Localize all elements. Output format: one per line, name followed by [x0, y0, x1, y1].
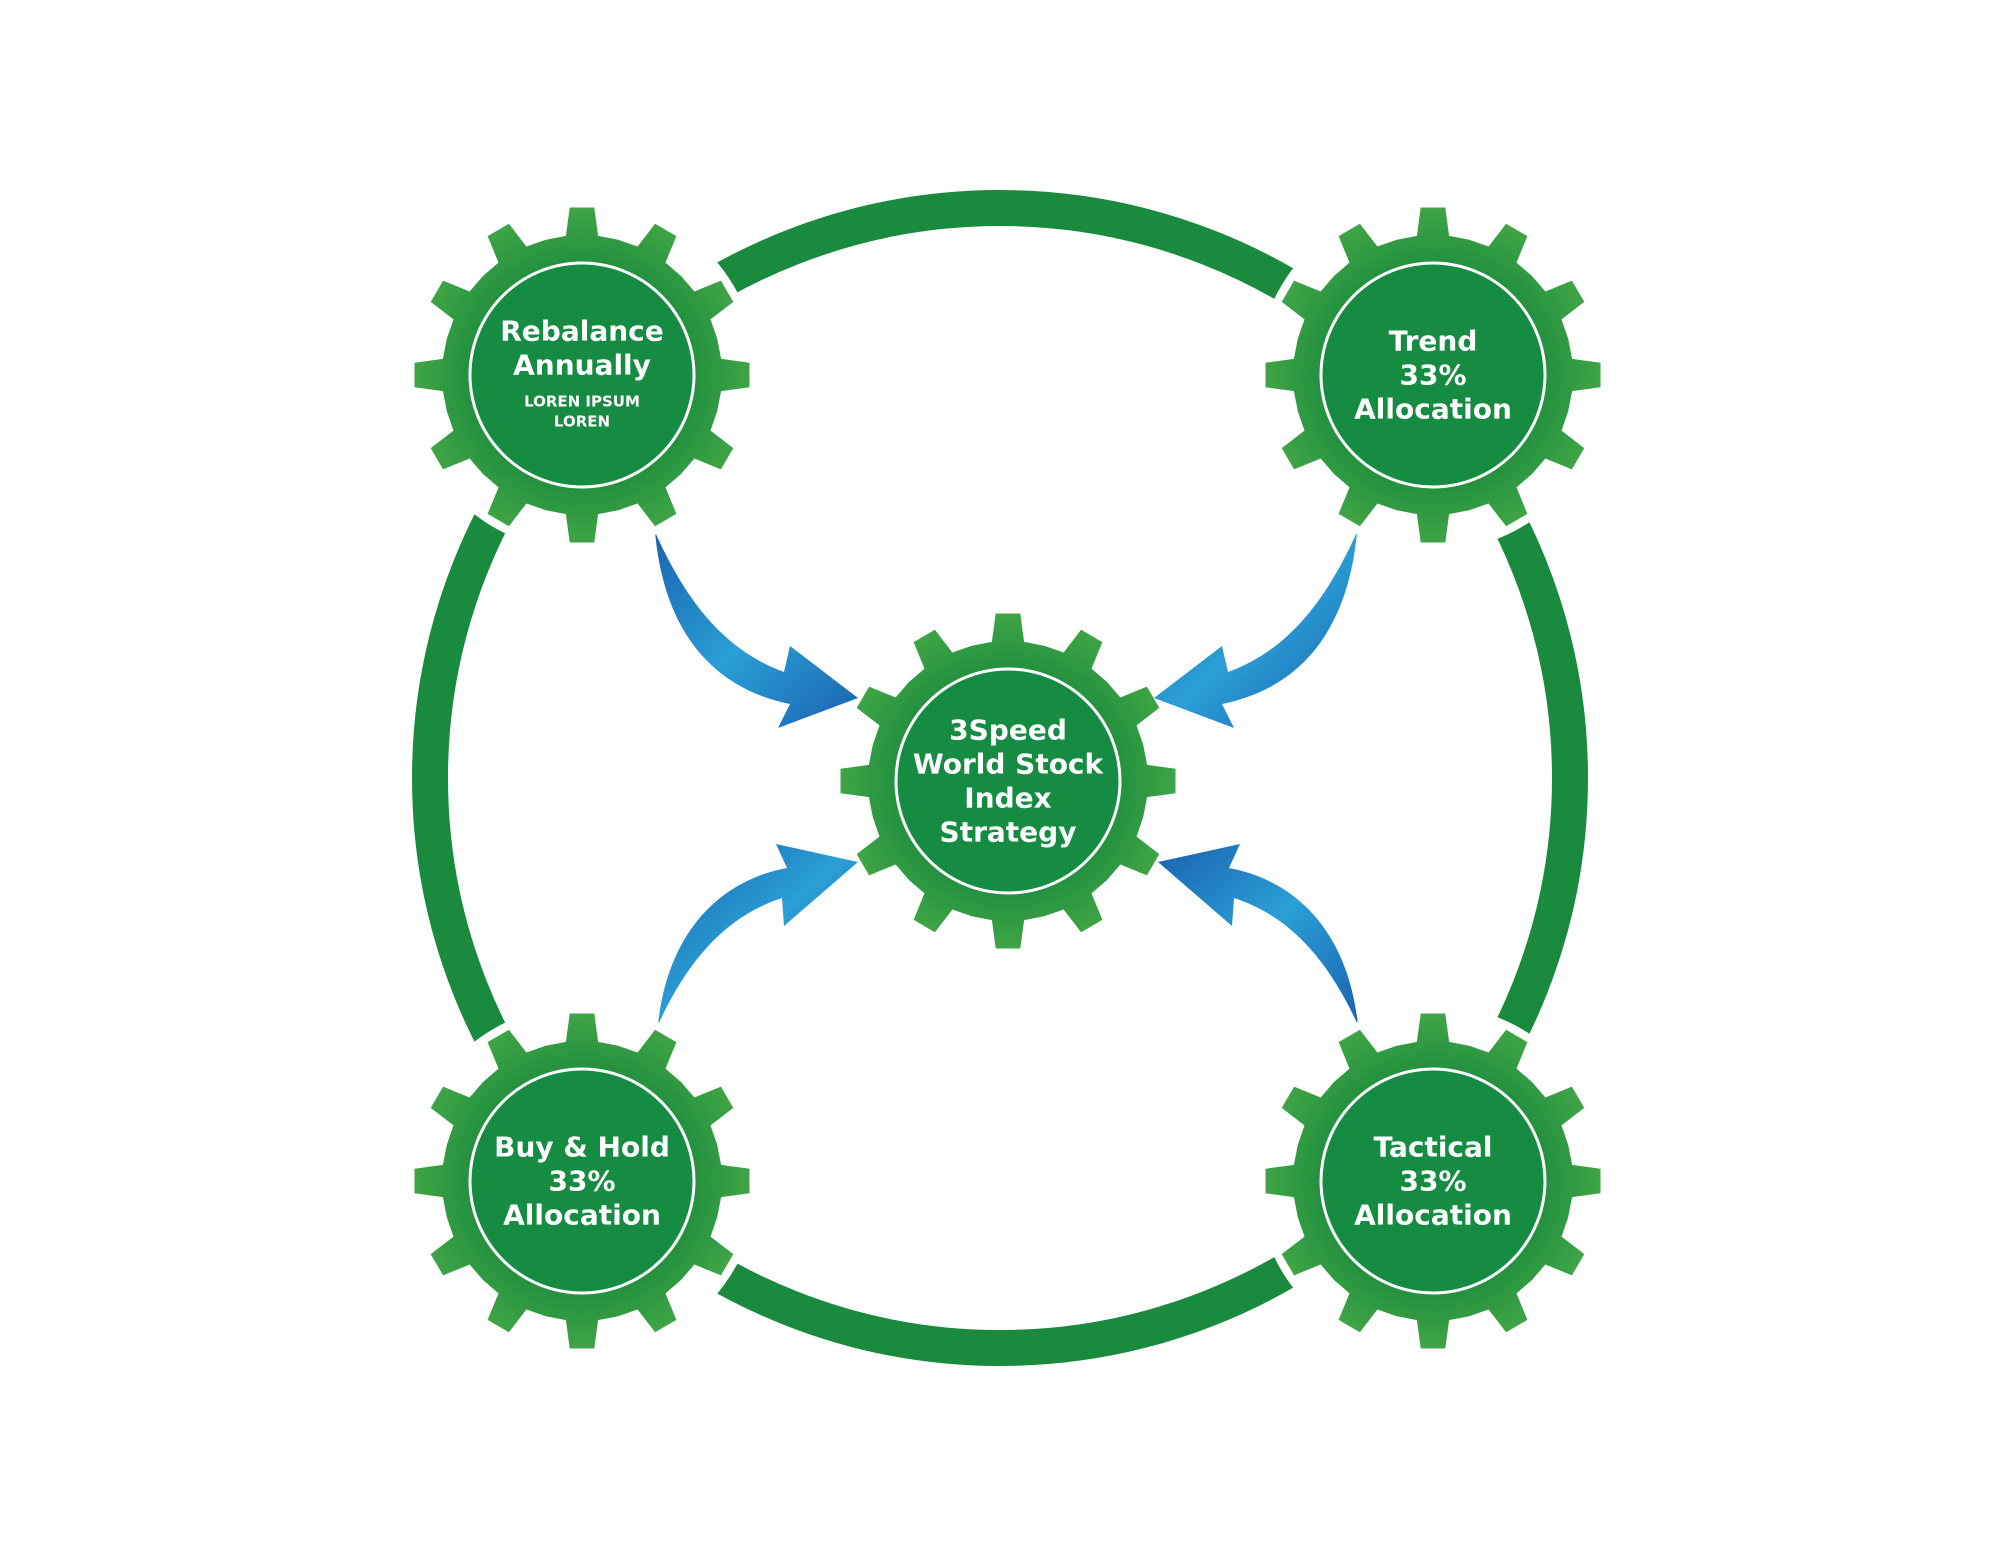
gear-center-label-line: 3Speed — [949, 714, 1067, 747]
gear-bottom_right-label-line: Allocation — [1354, 1199, 1512, 1232]
gear-bottom_right-label-line: 33% — [1399, 1165, 1466, 1198]
gear-center-core — [894, 667, 1122, 895]
gear-center-label-line: Strategy — [940, 816, 1077, 849]
gear-bottom_left-label-line: Allocation — [503, 1199, 661, 1232]
gear-center-label-line: Index — [964, 782, 1051, 815]
gear-bottom_left-core — [468, 1067, 696, 1295]
gear-top_left-label-line: Annually — [513, 349, 651, 382]
gear-top_right-core — [1319, 261, 1547, 489]
gear-bottom_right-label-line: Tactical — [1373, 1131, 1492, 1164]
gear-top_left-label-line: Rebalance — [500, 315, 664, 348]
gear-top_left-sub-line: LOREN — [554, 413, 610, 431]
arrow-bottom-right — [1158, 844, 1358, 1025]
gear-top_right-label-line: 33% — [1399, 359, 1466, 392]
gear-center-label-line: World Stock — [913, 748, 1105, 781]
gear-top_left-core — [468, 261, 696, 489]
arrow-top-right — [1154, 532, 1357, 728]
gear-bottom_right-core — [1319, 1067, 1547, 1295]
arrow-top-left — [655, 532, 858, 728]
gear-top_left-sub-line: LOREN IPSUM — [524, 393, 640, 411]
gear-top_right-label-line: Trend — [1389, 325, 1478, 358]
gear-top_right-label-line: Allocation — [1354, 393, 1512, 426]
connector-ring — [412, 190, 1588, 1366]
gear-bottom_left-label-line: Buy & Hold — [494, 1131, 670, 1164]
gear-bottom_left-label-line: 33% — [548, 1165, 615, 1198]
arrow-bottom-left — [658, 844, 858, 1025]
arrows — [655, 532, 1358, 1025]
ring-track — [412, 190, 1588, 1366]
